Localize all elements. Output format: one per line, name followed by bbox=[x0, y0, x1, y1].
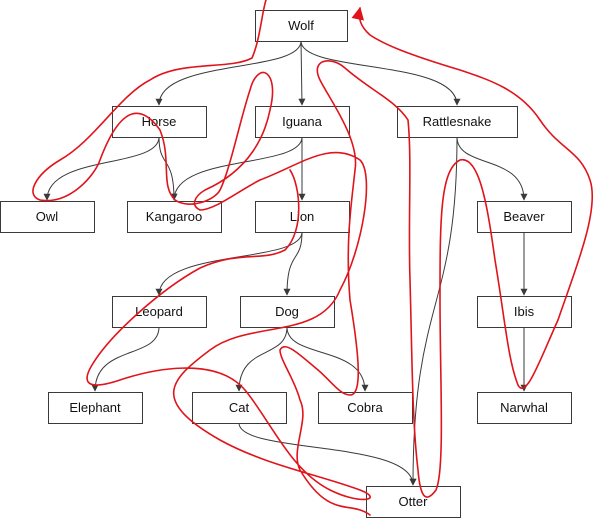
node-cobra[interactable]: Cobra bbox=[318, 392, 413, 424]
node-beaver-box bbox=[477, 201, 572, 233]
node-beaver[interactable]: Beaver bbox=[477, 201, 572, 233]
node-rattlesnake[interactable]: Rattlesnake bbox=[397, 106, 518, 138]
node-beaver-label: Beaver bbox=[503, 209, 545, 224]
edge-layer bbox=[43, 40, 528, 486]
edge-leopard-to-elephant bbox=[91, 326, 160, 392]
node-owl-box bbox=[0, 201, 95, 233]
node-ibis[interactable]: Ibis bbox=[477, 296, 572, 328]
node-otter-box bbox=[366, 486, 461, 518]
node-elephant-box bbox=[48, 392, 143, 424]
node-wolf[interactable]: Wolf bbox=[255, 10, 348, 42]
node-elephant-label: Elephant bbox=[69, 400, 121, 415]
node-cobra-box bbox=[318, 392, 413, 424]
node-iguana-box bbox=[255, 106, 350, 138]
node-lion-box bbox=[255, 201, 350, 233]
node-lion[interactable]: Lion bbox=[255, 201, 350, 233]
node-leopard[interactable]: Leopard bbox=[112, 296, 207, 328]
edge-horse-to-owl bbox=[43, 136, 160, 201]
edge-iguana-to-kangaroo bbox=[170, 136, 303, 201]
node-horse-label: Horse bbox=[142, 114, 177, 129]
node-iguana[interactable]: Iguana bbox=[255, 106, 350, 138]
node-dog-label: Dog bbox=[275, 304, 299, 319]
node-narwhal[interactable]: Narwhal bbox=[477, 392, 572, 424]
node-owl[interactable]: Owl bbox=[0, 201, 95, 233]
node-cobra-label: Cobra bbox=[347, 400, 383, 415]
node-cat-box bbox=[192, 392, 287, 424]
red-trace-path bbox=[32, 0, 594, 516]
node-otter[interactable]: Otter bbox=[366, 486, 461, 518]
node-horse[interactable]: Horse bbox=[112, 106, 207, 138]
edge-rattlesnake-to-otter bbox=[409, 136, 458, 486]
node-elephant[interactable]: Elephant bbox=[48, 392, 143, 424]
node-kangaroo-label: Kangaroo bbox=[146, 209, 202, 224]
node-wolf-label: Wolf bbox=[288, 18, 314, 33]
edge-cat-to-otter bbox=[238, 422, 417, 486]
edge-dog-to-cat bbox=[235, 326, 288, 392]
node-ibis-label: Ibis bbox=[514, 304, 535, 319]
edge-wolf-to-iguana bbox=[298, 40, 306, 106]
node-kangaroo-box bbox=[127, 201, 222, 233]
node-rattlesnake-box bbox=[397, 106, 518, 138]
node-iguana-label: Iguana bbox=[282, 114, 323, 129]
node-cat-label: Cat bbox=[229, 400, 250, 415]
node-dog-box bbox=[240, 296, 335, 328]
edge-dog-to-cobra bbox=[286, 326, 369, 392]
node-horse-box bbox=[112, 106, 207, 138]
edge-wolf-to-horse bbox=[155, 40, 302, 106]
edge-wolf-to-rattlesnake bbox=[300, 40, 461, 106]
node-kangaroo[interactable]: Kangaroo bbox=[127, 201, 222, 233]
edge-lion-to-leopard bbox=[155, 231, 303, 296]
edge-rattlesnake-to-beaver bbox=[456, 136, 528, 201]
node-dog[interactable]: Dog bbox=[240, 296, 335, 328]
node-narwhal-label: Narwhal bbox=[500, 400, 548, 415]
node-lion-label: Lion bbox=[290, 209, 315, 224]
node-otter-label: Otter bbox=[399, 494, 429, 509]
node-ibis-box bbox=[477, 296, 572, 328]
node-leopard-label: Leopard bbox=[135, 304, 183, 319]
node-narwhal-box bbox=[477, 392, 572, 424]
edge-lion-to-dog bbox=[283, 231, 303, 296]
node-wolf-box bbox=[255, 10, 348, 42]
node-rattlesnake-label: Rattlesnake bbox=[423, 114, 492, 129]
node-owl-label: Owl bbox=[36, 209, 59, 224]
node-cat[interactable]: Cat bbox=[192, 392, 287, 424]
